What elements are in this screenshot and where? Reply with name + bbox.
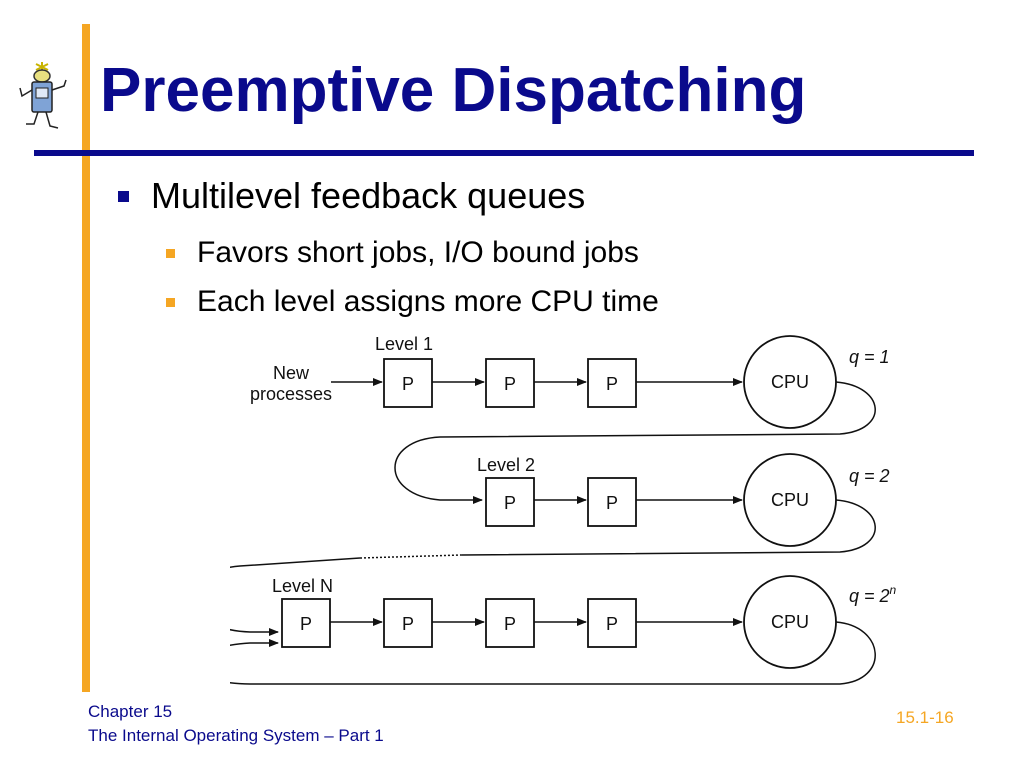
bullet-square-icon [118, 190, 129, 202]
process-box: P [281, 598, 331, 648]
bullet-text: Multilevel feedback queues [151, 175, 586, 216]
sub-bullet-square-icon [166, 248, 175, 258]
footer-chapter: Chapter 15 [88, 702, 173, 721]
level-n-label: Level N [272, 576, 333, 596]
quantum-level-2: q = 2 [849, 466, 890, 486]
quantum-level-n: q = 2n [849, 583, 897, 606]
process-box: P [383, 598, 433, 648]
sub-bullet-text: Each level assigns more CPU time [197, 285, 659, 318]
accent-vertical-bar [82, 24, 90, 692]
process-box: P [383, 358, 433, 408]
quantum-level-1: q = 1 [849, 347, 890, 367]
svg-text:P: P [606, 374, 618, 394]
svg-text:P: P [606, 614, 618, 634]
svg-text:P: P [504, 614, 516, 634]
cpu-circle: CPU [743, 335, 837, 429]
sub-bullet-square-icon [166, 297, 175, 307]
new-processes-label: processes [250, 384, 332, 404]
footer-left: Chapter 15 The Internal Operating System… [88, 700, 384, 748]
svg-text:P: P [504, 493, 516, 513]
svg-text:CPU: CPU [771, 612, 809, 632]
cpu-circle: CPU [743, 453, 837, 547]
page-number: 15.1-16 [896, 708, 954, 727]
cpu-circle: CPU [743, 575, 837, 669]
svg-text:P: P [300, 614, 312, 634]
svg-text:CPU: CPU [771, 490, 809, 510]
process-box: P [587, 598, 637, 648]
svg-text:P: P [402, 614, 414, 634]
svg-text:P: P [402, 374, 414, 394]
level-1-label: Level 1 [375, 334, 433, 354]
sub-bullet-cpu-time: Each level assigns more CPU time [166, 287, 659, 317]
slide-title: Preemptive Dispatching [100, 56, 807, 125]
multilevel-queue-diagram: New processes Level 1 P P P CPU q = 1 Le… [230, 334, 897, 685]
level-2-label: Level 2 [477, 455, 535, 475]
svg-text:CPU: CPU [771, 372, 809, 392]
process-box: P [485, 598, 535, 648]
sub-bullet-text: Favors short jobs, I/O bound jobs [197, 236, 639, 269]
svg-text:P: P [606, 493, 618, 513]
title-underline [34, 150, 974, 156]
bullet-multilevel: Multilevel feedback queues [118, 178, 585, 214]
process-box: P [485, 477, 535, 527]
process-box: P [485, 358, 535, 408]
process-box: P [587, 358, 637, 408]
svg-text:P: P [504, 374, 516, 394]
process-box: P [587, 477, 637, 527]
footer-subtitle: The Internal Operating System – Part 1 [88, 726, 384, 745]
sub-bullet-favors: Favors short jobs, I/O bound jobs [166, 238, 639, 268]
new-processes-label: New [273, 363, 310, 383]
cartoon-mascot-logo [19, 62, 67, 129]
